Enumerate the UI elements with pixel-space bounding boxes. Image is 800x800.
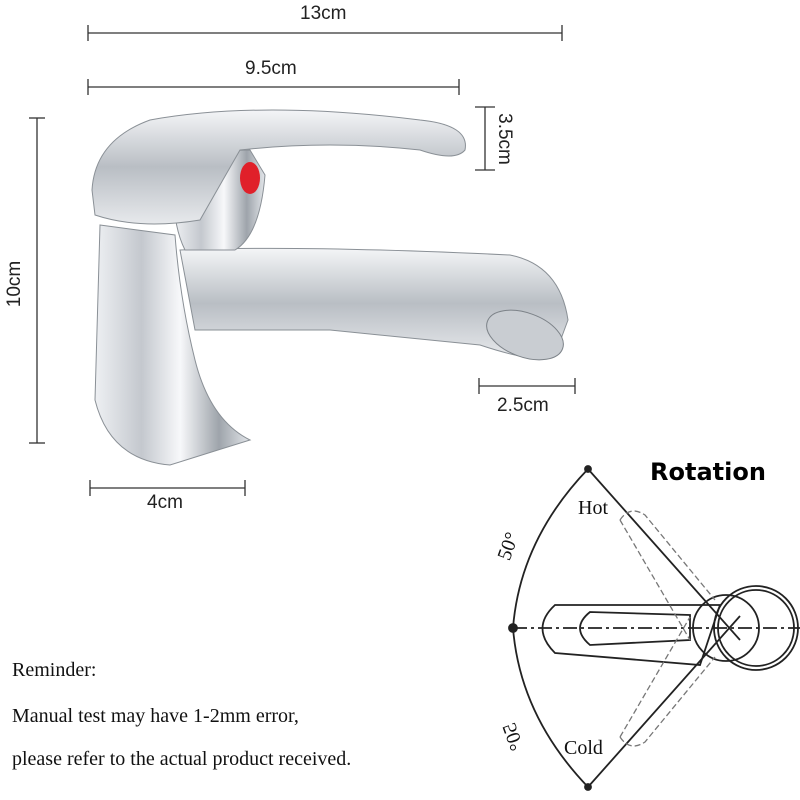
dimension-height: 10cm — [4, 260, 26, 308]
faucet-image — [91, 109, 569, 466]
reminder-line-1: Manual test may have 1-2mm error, — [12, 705, 299, 727]
dimension-spout-length: 9.5cm — [245, 58, 297, 79]
reminder-title: Reminder: — [12, 659, 97, 681]
rotation-diagram — [508, 465, 800, 791]
hot-label: Hot — [578, 497, 608, 519]
dimension-base-width: 4cm — [147, 492, 183, 513]
dimension-lines — [29, 25, 576, 496]
dimension-total-length: 13cm — [300, 3, 347, 24]
cold-label: Cold — [564, 737, 603, 759]
dimension-spout-diameter: 2.5cm — [497, 395, 549, 416]
rotation-title: Rotation — [650, 458, 766, 486]
dimension-handle-height: 3.5cm — [493, 113, 515, 165]
reminder-line-2: please refer to the actual product recei… — [12, 748, 352, 770]
